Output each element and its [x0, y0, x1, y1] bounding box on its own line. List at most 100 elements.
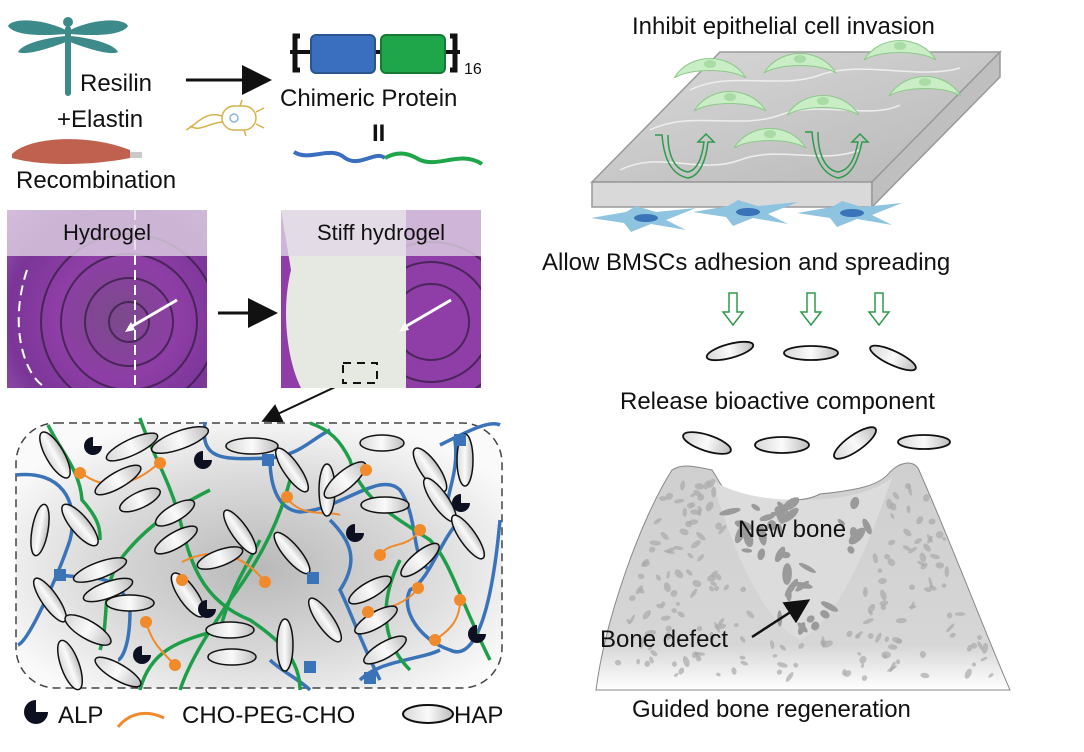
alp-enzyme: [84, 437, 102, 455]
bone-pore: [629, 595, 636, 602]
bone-pore: [665, 492, 674, 500]
bone-pore: [929, 553, 940, 560]
new-bone-trabecula: [797, 622, 806, 635]
new-bone-trabecula: [847, 546, 855, 554]
bone-pore: [895, 617, 907, 624]
bone-pore: [902, 545, 911, 551]
label-release: Release bioactive component: [620, 388, 935, 415]
bone-pore: [980, 656, 988, 662]
bone-pore: [844, 670, 852, 677]
bone-pore: [857, 652, 862, 656]
hap-particle: [30, 503, 50, 557]
bone-pore: [884, 636, 889, 642]
bone-pore: [697, 505, 703, 512]
new-bone-trabecula: [777, 524, 782, 535]
chain-junction-node: [454, 434, 466, 446]
bone-pore: [903, 528, 912, 537]
bone-pore: [861, 675, 868, 681]
bone-pore: [919, 552, 927, 562]
bone-pore: [708, 586, 715, 592]
hap-particle: [61, 503, 99, 547]
bone-pore: [649, 656, 654, 664]
bone-pore: [718, 524, 727, 535]
epithelial-cell: [733, 128, 807, 149]
bmsc-nucleus: [840, 209, 864, 217]
resilin-block: [310, 34, 376, 74]
bone-pore: [670, 589, 678, 597]
label-equivalence: II: [372, 120, 386, 147]
bone-pore: [867, 633, 874, 639]
protein-chain-green: [384, 151, 484, 166]
bone-pore: [946, 612, 953, 619]
down-arrow-icon: [867, 292, 891, 327]
bone-pore: [772, 654, 778, 658]
bone-pore: [896, 638, 902, 644]
label-elastin: +Elastin: [57, 106, 144, 133]
new-bone-trabecula: [782, 563, 792, 585]
new-bone-trabecula: [820, 601, 839, 612]
bmsc-nucleus: [736, 208, 760, 216]
hap-particle: [897, 434, 951, 450]
cell-nucleus: [704, 60, 716, 68]
bone-pore: [682, 507, 687, 517]
bone-pore: [928, 518, 936, 525]
new-bone-trabecula: [849, 526, 859, 541]
bone-pore: [880, 589, 887, 601]
network-panel: [15, 417, 503, 692]
bone-pore: [890, 502, 897, 511]
epithelial-cell: [763, 53, 837, 74]
bone-pore: [861, 663, 865, 668]
bone-pore: [942, 537, 947, 541]
chain-junction-node: [262, 454, 274, 466]
muscle-icon: [12, 139, 142, 164]
bone-pore: [875, 632, 882, 643]
bone-pore: [677, 611, 685, 618]
legend-alp-icon: [24, 700, 48, 724]
bone-pore: [687, 502, 694, 509]
hap-particle: [360, 496, 410, 514]
protein-chain-blue: [292, 150, 387, 164]
new-bone-trabecula: [767, 520, 777, 531]
new-bone-trabecula: [782, 497, 800, 511]
hap-particle: [348, 575, 392, 605]
aldehyde-crosslink-node: [259, 576, 271, 588]
epithelial-cell: [786, 95, 860, 116]
new-bone-trabecula: [850, 496, 860, 510]
bone-pore: [664, 549, 675, 554]
alp-enzyme: [198, 600, 216, 618]
bone-pore: [909, 584, 915, 591]
bone-pore: [892, 491, 900, 500]
release-arrows: [721, 292, 891, 327]
cell-nucleus: [919, 78, 931, 86]
bone-pore: [977, 635, 982, 640]
bone-pore: [821, 636, 825, 648]
hap-particle: [783, 345, 839, 361]
polymer-chain: [405, 518, 502, 654]
chimeric-protein-blocks: [290, 33, 460, 74]
bone-pore: [655, 574, 661, 581]
bmsc-cells: [591, 200, 902, 232]
hap-particle: [400, 542, 440, 578]
bone-pore: [941, 583, 947, 588]
bone-pore: [923, 587, 932, 593]
bone-pore: [671, 661, 677, 667]
photo-title-stiff-hydrogel: Stiff hydrogel: [281, 210, 481, 256]
polymer-chain: [309, 421, 492, 661]
bone-pore: [862, 618, 874, 625]
aldehyde-crosslink-node: [169, 659, 181, 671]
bone-pore: [690, 588, 698, 598]
new-bone-trabecula: [743, 529, 753, 547]
bone-pore: [872, 553, 878, 564]
bone-pore: [653, 517, 662, 525]
label-recombination: Recombination: [16, 167, 177, 194]
hap-particle: [412, 447, 448, 493]
label-chimeric-protein: Chimeric Protein: [280, 85, 458, 112]
epithelial-cell: [673, 58, 747, 79]
bone-pore: [971, 642, 978, 649]
bone-pore: [710, 581, 717, 587]
bone-pore: [648, 646, 653, 651]
bone-pore: [878, 577, 887, 585]
polymer-chain: [328, 518, 382, 681]
bone-pore: [888, 644, 898, 650]
bone-pore: [649, 540, 661, 546]
